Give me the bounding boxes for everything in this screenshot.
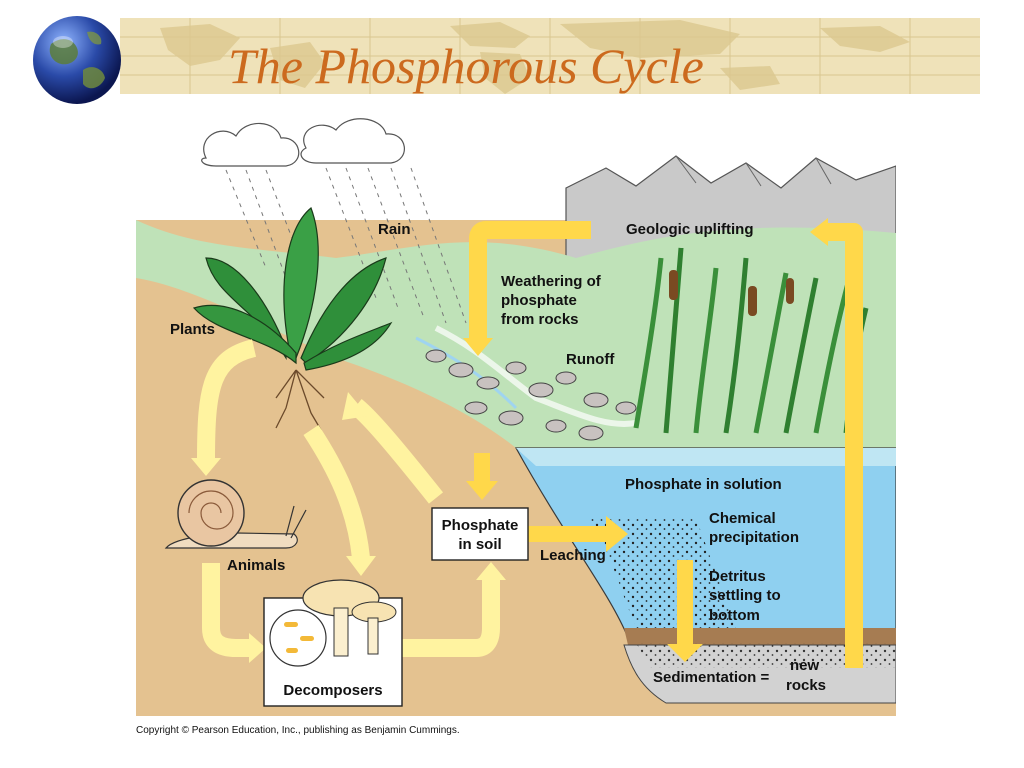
plant-illustration [192, 207, 393, 431]
copyright-notice: Copyright © Pearson Education, Inc., pub… [136, 725, 460, 736]
rain-label: Rain [378, 221, 411, 238]
new-rocks-label-line1: new [790, 657, 820, 674]
landscape-background [136, 155, 896, 716]
animals-label: Animals [227, 557, 285, 574]
cycle-arrows [191, 218, 863, 668]
new-rocks-label-line2: rocks [786, 677, 826, 694]
chemical-precipitation-label-line2: precipitation [709, 529, 799, 546]
detritus-label-line2: settling to [709, 587, 781, 604]
phosphorus-cycle-diagram: Rain Plants Geologic uplifting Weatherin… [136, 118, 896, 716]
decomposers-label: Decomposers [283, 682, 382, 699]
leaching-label: Leaching [540, 547, 606, 564]
rocks [425, 349, 637, 441]
weathering-label-line1: Weathering of [501, 273, 602, 290]
weathering-label-line3: from rocks [501, 311, 579, 328]
detritus-label-line1: Detritus [709, 568, 766, 585]
phosphate-soil-label-line1: Phosphate [442, 517, 519, 534]
decomposers-box [263, 579, 403, 707]
phosphate-in-soil-box [431, 507, 529, 561]
clouds [201, 118, 405, 167]
plants-label: Plants [170, 321, 215, 338]
title-banner [120, 18, 980, 94]
snail-illustration [164, 479, 307, 549]
precipitation-dots [586, 518, 896, 668]
phosphate-solution-label: Phosphate in solution [625, 476, 782, 493]
rain-streaks [225, 167, 467, 324]
weathering-label-line2: phosphate [501, 292, 577, 309]
chemical-precipitation-label-line1: Chemical [709, 510, 776, 527]
runoff-label: Runoff [566, 351, 615, 368]
geologic-uplifting-label: Geologic uplifting [626, 221, 754, 238]
detritus-label-line3: bottom [709, 607, 760, 624]
slide-title: The Phosphorous Cycle [228, 38, 704, 94]
globe-icon [33, 16, 121, 104]
phosphate-soil-label-line2: in soil [458, 536, 501, 553]
sedimentation-label: Sedimentation = [653, 669, 770, 686]
world-map-background [120, 18, 980, 94]
